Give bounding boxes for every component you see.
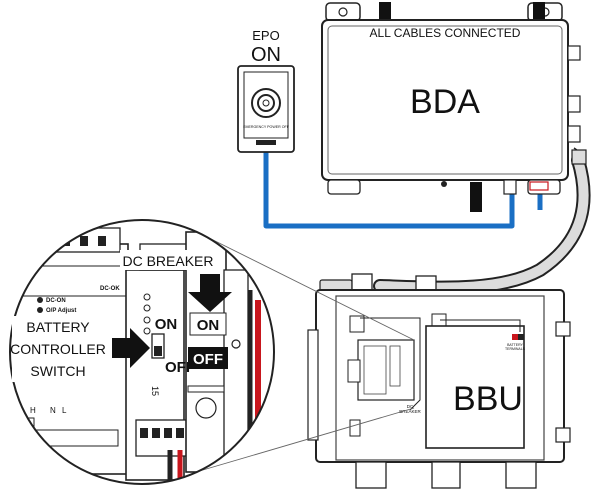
breaker-off-label: OFF xyxy=(193,351,223,368)
breaker-on-label: ON xyxy=(197,317,220,334)
bda-banner: ALL CABLES CONNECTED xyxy=(370,26,521,40)
epo-station: EPO ON EMERGENCY POWER OFF xyxy=(237,28,295,153)
switch-on-label: ON xyxy=(155,316,178,333)
bcs-line-3: SWITCH xyxy=(30,363,85,379)
epo-to-bda-cable xyxy=(263,152,515,229)
switch-off-label: OFF xyxy=(165,359,195,376)
module-n: N xyxy=(50,406,56,415)
bda-label: BDA xyxy=(410,83,480,121)
module-15: 15 xyxy=(150,386,160,396)
callout-lines xyxy=(195,235,415,473)
zoom-detail: DC-OK DC-ON O/P Adjust H N L 15 xyxy=(9,219,275,485)
module-dc-on: DC-ON xyxy=(46,298,66,304)
module-dc-ok: DC-OK xyxy=(100,286,120,292)
bbu-label: BBU xyxy=(453,380,523,418)
bcs-line-2: CONTROLLER xyxy=(10,341,106,357)
bcs-line-1: BATTERY xyxy=(26,319,90,335)
epo-title: EPO xyxy=(252,28,279,43)
zoom-dc-breaker-label: DC BREAKER xyxy=(122,253,213,269)
bda-unit: ALL CABLES CONNECTED BDA xyxy=(321,2,584,212)
module-h: H xyxy=(30,406,36,415)
module-l: L xyxy=(62,406,67,415)
epo-state: ON xyxy=(251,44,281,66)
epo-plate-text: EMERGENCY POWER OFF xyxy=(243,125,290,129)
module-op-adjust: O/P Adjust xyxy=(46,308,76,314)
switch-arrow xyxy=(112,328,150,368)
breaker-arrow xyxy=(188,274,232,312)
